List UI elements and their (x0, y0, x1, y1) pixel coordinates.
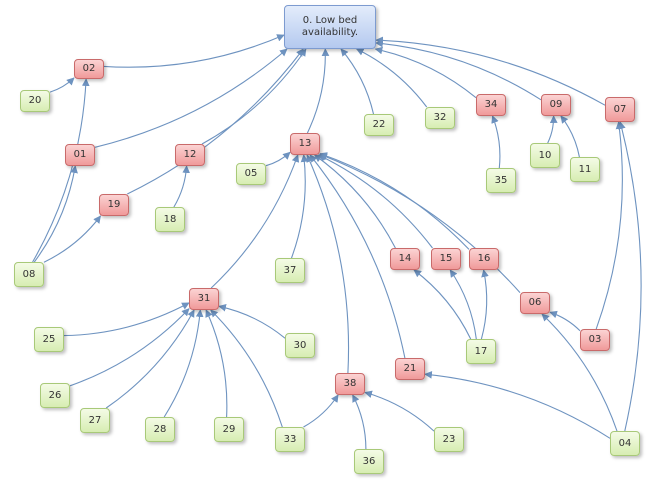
edge-13-to-00 (306, 48, 330, 134)
node-15[interactable]: 15 (431, 248, 461, 270)
edge-25-to-31 (63, 302, 190, 337)
edge-22-to-00 (340, 48, 375, 115)
node-31[interactable]: 31 (189, 288, 219, 310)
edge-33-to-31 (210, 309, 283, 428)
edge-11-to-09 (560, 115, 580, 158)
node-26[interactable]: 26 (40, 383, 70, 408)
node-19[interactable]: 19 (99, 194, 129, 216)
node-22[interactable]: 22 (364, 114, 394, 136)
edge-04-to-07 (618, 121, 642, 432)
node-04[interactable]: 04 (610, 431, 640, 456)
edge-31-to-13 (210, 154, 300, 289)
node-28[interactable]: 28 (145, 417, 175, 442)
node-37[interactable]: 37 (275, 258, 305, 283)
edge-38-to-13 (306, 154, 350, 374)
node-23[interactable]: 23 (434, 427, 464, 452)
edge-18-to-12 (173, 165, 191, 208)
node-07[interactable]: 07 (605, 97, 635, 122)
node-33[interactable]: 33 (275, 427, 305, 452)
node-05[interactable]: 05 (236, 163, 266, 185)
edge-17-to-15 (449, 269, 477, 340)
edge-08-to-19 (43, 215, 101, 263)
node-25[interactable]: 25 (34, 327, 64, 352)
edge-26-to-31 (69, 308, 190, 387)
edge-20-to-02 (49, 77, 75, 93)
edge-35-to-34 (491, 115, 501, 169)
edge-12-to-00 (201, 48, 307, 145)
node-03[interactable]: 03 (580, 329, 610, 351)
edge-09-to-00 (375, 39, 542, 101)
edge-04-to-06 (541, 313, 618, 432)
node-16[interactable]: 16 (469, 248, 499, 270)
edge-14-to-13 (313, 154, 396, 249)
node-14[interactable]: 14 (390, 248, 420, 270)
node-02[interactable]: 02 (74, 59, 104, 79)
node-11[interactable]: 11 (570, 157, 600, 182)
node-34[interactable]: 34 (476, 94, 506, 116)
edge-15-to-13 (317, 154, 433, 249)
edge-17-to-14 (413, 269, 472, 340)
edge-17-to-16 (480, 269, 489, 340)
node-27[interactable]: 27 (80, 408, 110, 433)
node-12[interactable]: 12 (175, 144, 205, 166)
node-38[interactable]: 38 (335, 373, 365, 395)
edge-19-to-00 (127, 48, 304, 195)
edge-05-to-13 (265, 151, 291, 167)
edge-29-to-31 (205, 309, 228, 418)
edge-30-to-31 (218, 304, 286, 339)
edge-03-to-06 (549, 310, 581, 332)
edge-23-to-38 (364, 390, 435, 432)
node-20[interactable]: 20 (20, 90, 50, 112)
edge-28-to-31 (163, 309, 204, 418)
edge-32-to-00 (355, 48, 428, 108)
node-29[interactable]: 29 (214, 417, 244, 442)
node-17[interactable]: 17 (466, 339, 496, 364)
edge-27-to-31 (105, 309, 195, 409)
edge-01-to-00 (94, 48, 288, 148)
node-01[interactable]: 01 (65, 144, 95, 166)
edge-34-to-00 (374, 46, 477, 99)
edge-07-to-00 (375, 36, 606, 106)
edge-03-to-07 (595, 121, 624, 330)
node-09[interactable]: 09 (541, 94, 571, 116)
edge-08-to-02 (32, 78, 90, 263)
node-35[interactable]: 35 (486, 168, 516, 193)
edge-06-to-13 (319, 153, 521, 293)
node-21[interactable]: 21 (395, 358, 425, 380)
edge-16-to-13 (319, 152, 470, 250)
edge-37-to-13 (290, 154, 309, 259)
edge-36-to-38 (352, 394, 367, 450)
node-13[interactable]: 13 (290, 133, 320, 155)
node-18[interactable]: 18 (155, 207, 185, 232)
node-06[interactable]: 06 (520, 292, 550, 314)
node-30[interactable]: 30 (285, 333, 315, 358)
edge-10-to-09 (547, 115, 558, 144)
root-node[interactable]: 0. Low bed availability. (284, 5, 376, 49)
node-08[interactable]: 08 (14, 262, 44, 287)
edge-04-to-21 (424, 371, 611, 439)
edge-08-to-01 (33, 165, 78, 263)
edge-02-to-00 (103, 34, 285, 68)
node-32[interactable]: 32 (425, 107, 455, 129)
edge-33-to-38 (303, 394, 339, 428)
edge-21-to-13 (309, 154, 406, 359)
node-36[interactable]: 36 (354, 449, 384, 474)
node-10[interactable]: 10 (530, 143, 560, 168)
